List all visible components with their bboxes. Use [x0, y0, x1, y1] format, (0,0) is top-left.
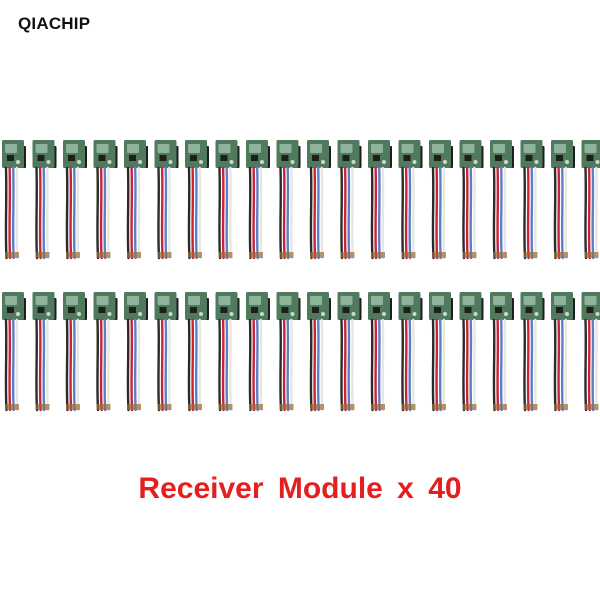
receiver-module	[551, 140, 575, 260]
receiver-module	[2, 140, 26, 260]
receiver-module	[459, 292, 484, 412]
receiver-module	[215, 292, 240, 412]
receiver-module	[154, 140, 179, 260]
receiver-module	[124, 140, 148, 260]
receiver-module	[63, 292, 87, 412]
receiver-module	[490, 140, 514, 260]
receiver-module	[368, 140, 392, 260]
receiver-module	[246, 140, 270, 260]
receiver-module	[429, 292, 453, 412]
receiver-module	[551, 292, 575, 412]
receiver-module	[93, 292, 118, 412]
receiver-module	[63, 140, 87, 260]
receiver-module	[32, 292, 57, 412]
receiver-module	[93, 140, 118, 260]
receiver-module	[124, 292, 148, 412]
receiver-module	[581, 140, 600, 260]
brand-logo-text: QIACHIP	[18, 14, 91, 33]
receiver-module	[307, 292, 331, 412]
receiver-module	[276, 140, 301, 260]
receiver-module	[185, 140, 209, 260]
receiver-module	[459, 140, 484, 260]
receiver-module	[215, 140, 240, 260]
receiver-module	[185, 292, 209, 412]
receiver-module	[337, 292, 362, 412]
receiver-module	[398, 292, 423, 412]
receiver-module	[581, 292, 600, 412]
receiver-module	[154, 292, 179, 412]
receiver-module	[32, 140, 57, 260]
receiver-module	[337, 140, 362, 260]
receiver-module	[429, 140, 453, 260]
receiver-modules-photo	[2, 140, 600, 412]
product-caption: Receiver Module x 40	[138, 472, 462, 505]
receiver-module	[490, 292, 514, 412]
receiver-module	[2, 292, 26, 412]
receiver-module	[307, 140, 331, 260]
receiver-module	[520, 140, 545, 260]
receiver-module	[368, 292, 392, 412]
receiver-module	[398, 140, 423, 260]
receiver-module	[276, 292, 301, 412]
receiver-module	[520, 292, 545, 412]
receiver-module	[246, 292, 270, 412]
